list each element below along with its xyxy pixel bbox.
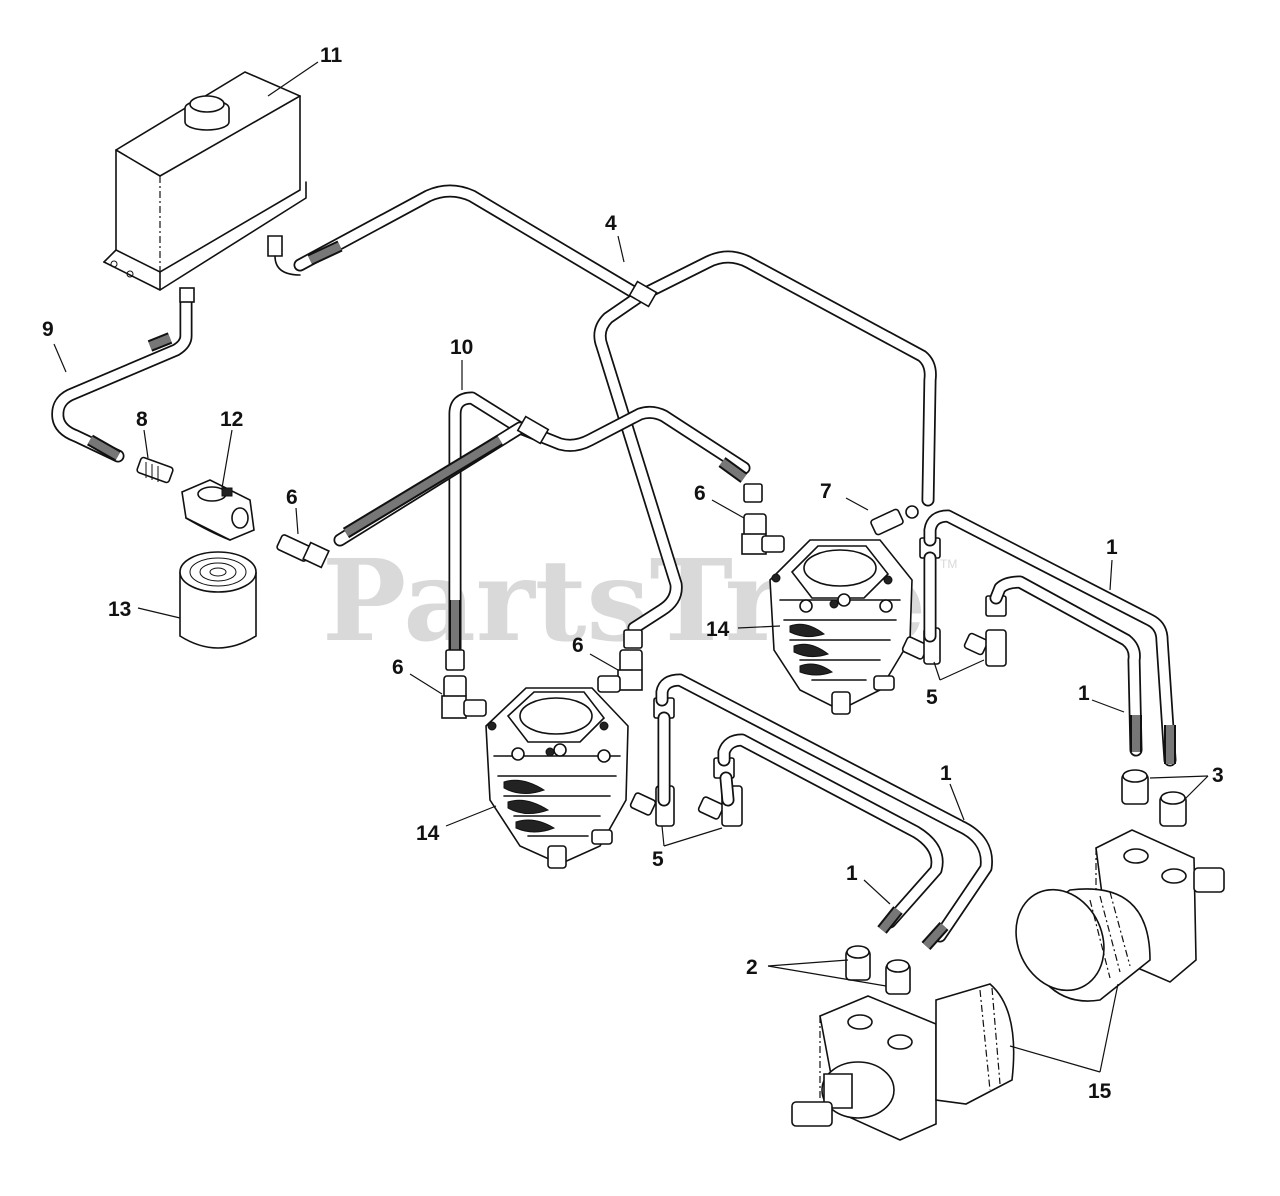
fitting-7[interactable] <box>870 505 919 536</box>
tube-10-assembly[interactable] <box>333 391 751 657</box>
elbow-fitting-6d[interactable] <box>597 649 643 693</box>
filter-head-12[interactable] <box>181 479 255 541</box>
callout-2: 2 <box>746 956 758 979</box>
callout-1c: 1 <box>940 762 952 785</box>
leader-lines <box>53 61 1209 1073</box>
callout-6d: 6 <box>572 634 584 657</box>
tube-4-assembly[interactable] <box>267 184 937 635</box>
callout-13: 13 <box>108 598 131 621</box>
elbow-fitting-6a[interactable] <box>276 534 330 569</box>
tubes-1-upper[interactable] <box>923 509 1177 767</box>
wheel-motor-15-right[interactable] <box>1000 829 1225 1005</box>
callout-12: 12 <box>220 408 243 431</box>
elbow-fitting-6b[interactable] <box>741 513 785 555</box>
callout-3: 3 <box>1212 764 1224 787</box>
adapter-8[interactable] <box>136 456 174 484</box>
fittings-3[interactable] <box>1121 769 1187 827</box>
callout-14a: 14 <box>706 618 730 641</box>
callout-5a: 5 <box>926 686 938 709</box>
oil-filter-13[interactable] <box>179 551 257 649</box>
callout-9: 9 <box>42 318 54 341</box>
callout-1b: 1 <box>1078 682 1090 705</box>
callout-8: 8 <box>136 408 148 431</box>
wheel-motor-15-left[interactable] <box>791 983 1015 1141</box>
callout-labels: 11 4 9 10 8 12 6 6 7 1 13 14 6 6 5 1 3 1… <box>42 44 1224 1103</box>
reservoir-tank[interactable] <box>103 71 307 291</box>
elbow-fitting-6c[interactable] <box>441 675 487 719</box>
callout-10: 10 <box>450 336 473 359</box>
hydro-pump-14-upper[interactable] <box>769 539 913 715</box>
callout-14b: 14 <box>416 822 440 845</box>
callout-5b: 5 <box>652 848 664 871</box>
callout-7: 7 <box>820 480 832 503</box>
callout-6a: 6 <box>286 486 298 509</box>
callout-1a: 1 <box>1106 536 1118 559</box>
callout-6c: 6 <box>392 656 404 679</box>
fittings-2[interactable] <box>845 945 911 995</box>
callout-4: 4 <box>605 212 617 235</box>
callout-11: 11 <box>320 44 343 67</box>
tubes-1-lower[interactable] <box>655 673 993 951</box>
callout-1d: 1 <box>846 862 858 885</box>
callout-6b: 6 <box>694 482 706 505</box>
callout-15: 15 <box>1088 1080 1112 1103</box>
watermark-trademark: TM <box>940 557 957 571</box>
hose-9[interactable] <box>51 287 195 463</box>
hydro-pump-14-lower[interactable] <box>485 687 629 869</box>
